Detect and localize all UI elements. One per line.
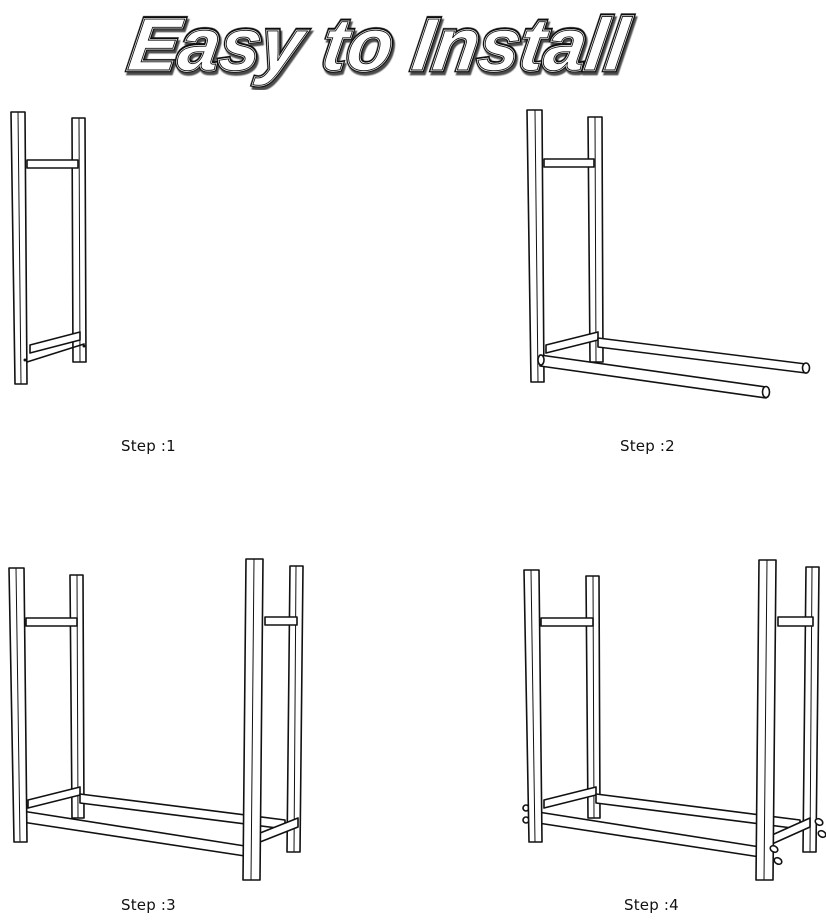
step-4-diagram [510,550,826,890]
step-3-diagram [0,550,320,890]
title-banner: Easy to Install Easy to Install Easy to … [0,0,826,90]
step-3-label: Step :3 [121,896,176,914]
svg-text:Easy to Install: Easy to Install [124,3,635,86]
bottom-crossbar [29,331,81,354]
step-4-label: Step :4 [624,896,679,914]
svg-text:Easy to Install: Easy to Install [124,3,635,86]
top-crossbar [26,159,79,169]
title-outline-text: Easy to Install Easy to Install Easy to … [122,1,638,89]
step-2-diagram [510,100,826,410]
wing-nut-icon [814,817,826,839]
step-2-label: Step :2 [620,437,675,455]
step-1-label: Step :1 [121,437,176,455]
wing-nut-icon [769,844,783,866]
svg-text:Easy to Install: Easy to Install [124,3,635,86]
step-1-diagram [0,100,120,400]
